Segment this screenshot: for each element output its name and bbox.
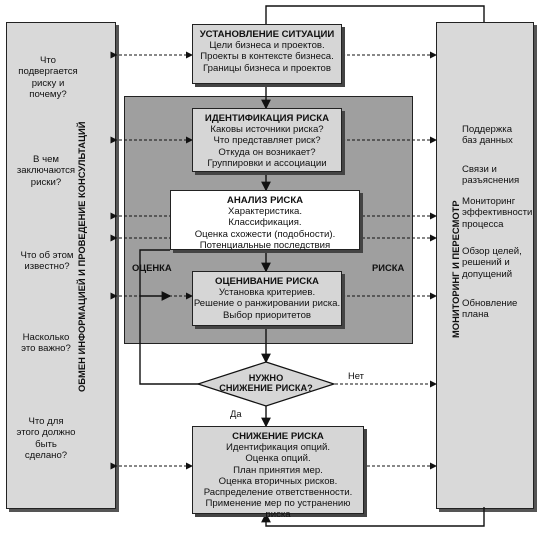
decision-text: НУЖНО СНИЖЕНИЕ РИСКА?: [206, 373, 326, 393]
question-3: Что об этом известно?: [20, 250, 74, 273]
yes-label: Да: [230, 408, 242, 419]
evaluation-line-3: Выбор приоритетов: [222, 309, 312, 321]
evaluation-box: ОЦЕНИВАНИЕ РИСКА Установка критериев. Ре…: [192, 271, 342, 326]
question-5: Что для этого должно быть сделано?: [16, 416, 76, 461]
identification-title: ИДЕНТИФИКАЦИЯ РИСКА: [204, 113, 330, 124]
mitigation-line-2: Оценка опций.: [245, 453, 311, 465]
context-line-1: Цели бизнеса и проектов.: [209, 40, 325, 52]
analysis-line-4: Потенциальные последствия: [199, 239, 331, 251]
analysis-line-1: Характеристика.: [228, 206, 302, 218]
evaluation-line-2: Решение о ранжировании риска.: [193, 298, 341, 310]
no-label: Нет: [348, 370, 364, 381]
mitigation-title: СНИЖЕНИЕ РИСКА: [232, 431, 324, 442]
question-2: В чем заключаются риски?: [16, 154, 76, 188]
monitoring-label: МОНИТОРИНГ И ПЕРЕСМОТР: [450, 200, 461, 338]
evaluation-line-1: Установка критериев.: [218, 287, 316, 299]
assessment-label-left: ОЦЕНКА: [132, 262, 172, 273]
analysis-box: АНАЛИЗ РИСКА Характеристика. Классификац…: [170, 190, 360, 251]
assessment-label-right: РИСКА: [372, 262, 405, 273]
question-1: Что подвергается риску и почему?: [18, 55, 78, 100]
monitor-item-4: Обзор целей, решений и допущений: [462, 246, 522, 280]
decision-diamond: [196, 361, 336, 407]
analysis-line-3: Оценка схожести (подобности).: [194, 228, 336, 240]
identification-line-4: Группировки и ассоциации: [207, 157, 327, 169]
communication-panel: [6, 22, 116, 509]
decision-line-1: НУЖНО: [248, 373, 284, 383]
evaluation-title: ОЦЕНИВАНИЕ РИСКА: [215, 276, 319, 287]
identification-line-2: Что представляет риск?: [213, 135, 321, 147]
decision-line-2: СНИЖЕНИЕ РИСКА?: [219, 383, 313, 393]
context-line-3: Границы бизнеса и проектов: [203, 62, 331, 74]
mitigation-line-3: План принятия мер.: [233, 464, 323, 476]
question-4: Насколько это важно?: [21, 332, 71, 355]
mitigation-line-6: Применение мер по устранению риска: [205, 498, 351, 521]
monitoring-panel: [436, 22, 534, 509]
monitor-item-5: Обновление плана: [462, 298, 518, 321]
context-box: УСТАНОВЛЕНИЕ СИТУАЦИИ Цели бизнеса и про…: [192, 24, 342, 84]
mitigation-line-4: Оценка вторичных рисков.: [218, 475, 338, 487]
mitigation-box: СНИЖЕНИЕ РИСКА Идентификация опций. Оцен…: [192, 426, 364, 520]
identification-line-1: Каковы источники риска?: [210, 124, 324, 136]
mitigation-line-5: Распределение ответственности.: [203, 487, 353, 499]
identification-line-3: Откуда он возникает?: [218, 146, 316, 158]
monitor-item-1: Поддержка баз данных: [462, 124, 513, 147]
analysis-line-2: Классификация.: [228, 217, 302, 229]
monitor-item-2: Связи и разъяснения: [462, 164, 520, 187]
analysis-title: АНАЛИЗ РИСКА: [226, 195, 304, 206]
context-line-2: Проекты в контексте бизнеса.: [200, 51, 334, 63]
mitigation-line-1: Идентификация опций.: [226, 442, 330, 454]
monitor-item-3: Мониторинг эффективности процесса: [462, 196, 533, 230]
context-title: УСТАНОВЛЕНИЕ СИТУАЦИИ: [199, 29, 335, 40]
identification-box: ИДЕНТИФИКАЦИЯ РИСКА Каковы источники рис…: [192, 108, 342, 172]
